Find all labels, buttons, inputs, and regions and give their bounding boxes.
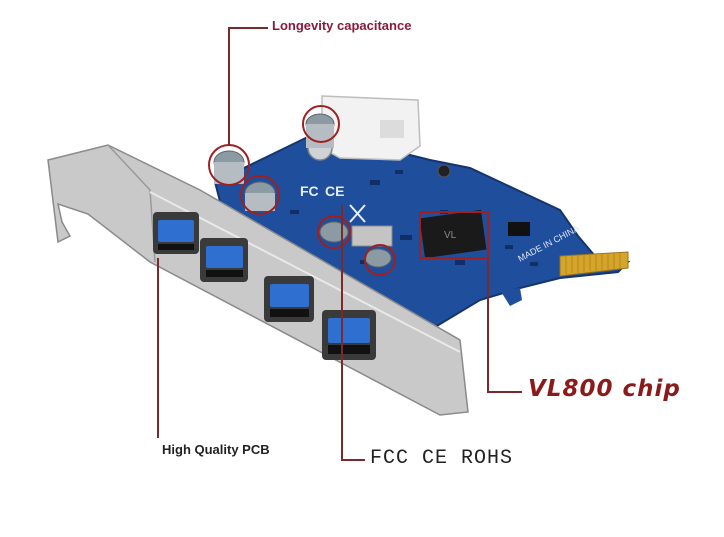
pcb-label: High Quality PCB <box>162 442 270 457</box>
svg-text:FC: FC <box>300 183 319 199</box>
callout-lines <box>157 27 522 461</box>
usb-ports <box>153 212 376 360</box>
usb-port-1 <box>153 212 199 254</box>
usb-port-2 <box>200 238 248 282</box>
capacitance-label: Longevity capacitance <box>272 18 412 33</box>
highlight-circles <box>208 105 489 276</box>
svg-text:CE: CE <box>325 183 344 199</box>
certifications-label: FCC CE ROHS <box>370 447 514 470</box>
usb-port-4 <box>322 310 376 360</box>
usb-port-3 <box>264 276 314 322</box>
chip-marking: VL <box>444 230 457 241</box>
chip-label: VL800 chip <box>528 376 681 402</box>
capacitors <box>213 113 393 268</box>
